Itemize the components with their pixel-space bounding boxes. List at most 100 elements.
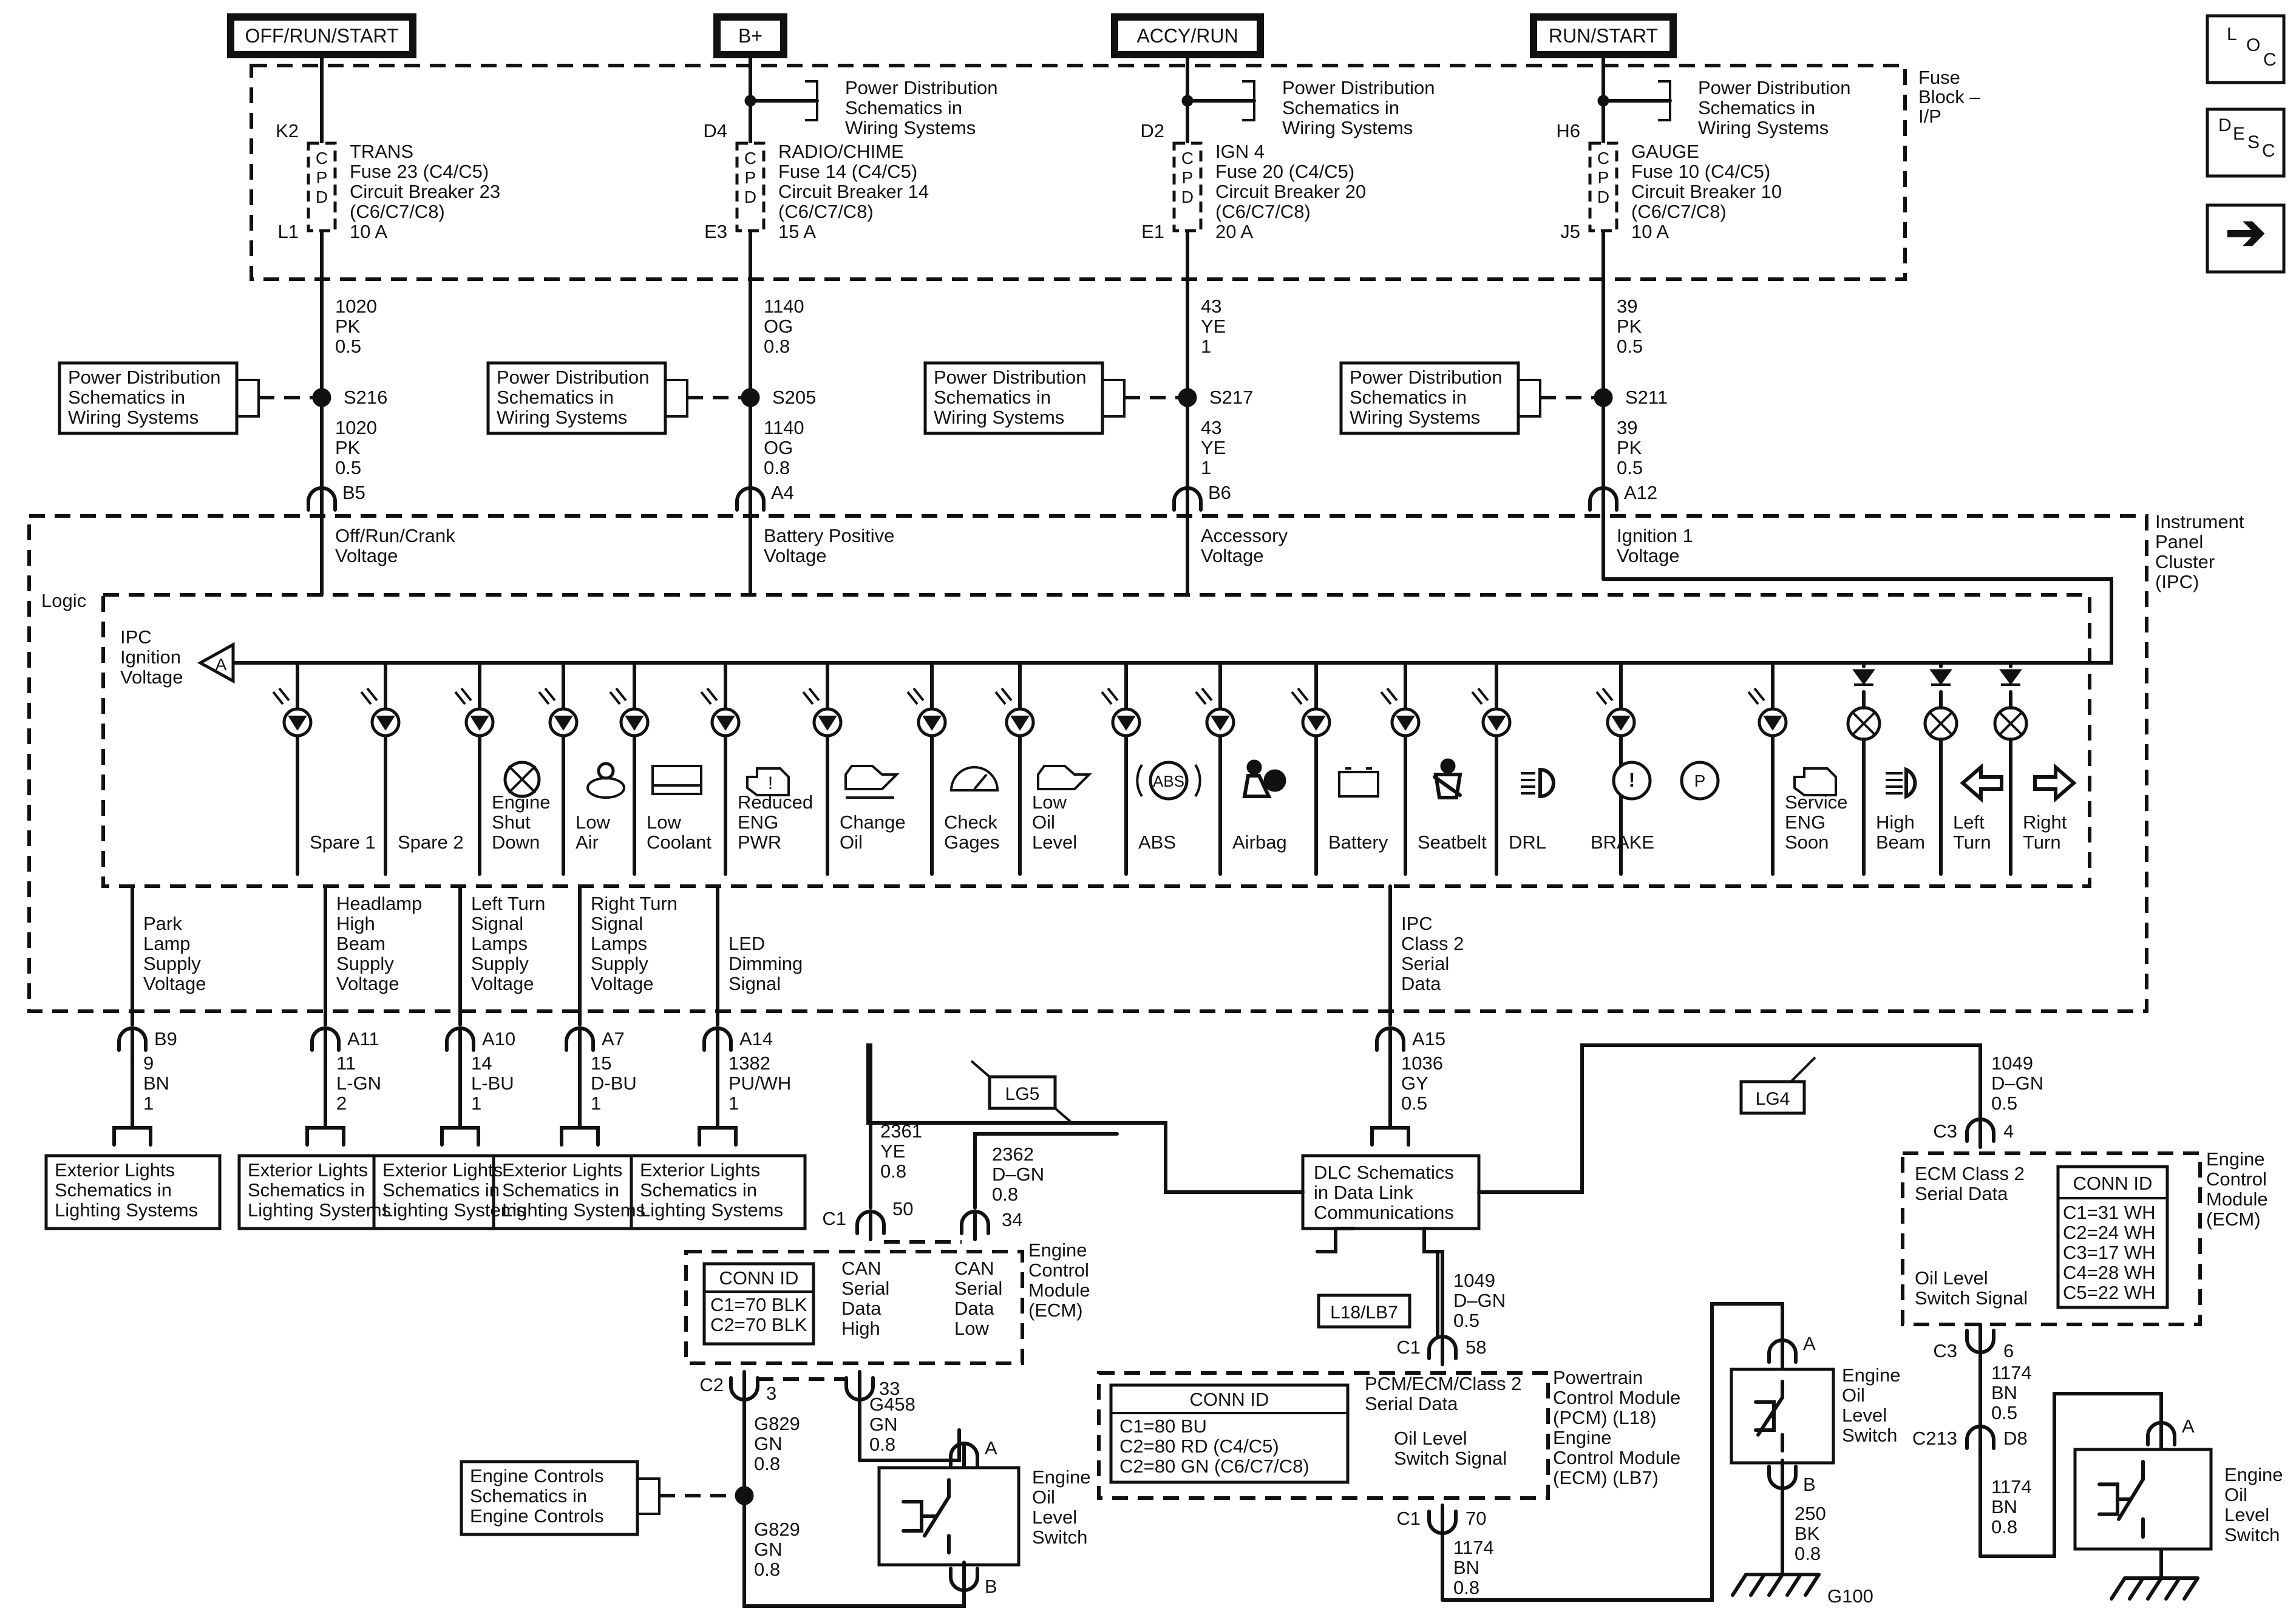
icon-bag	[1263, 769, 1286, 792]
class2-to-ecm	[1477, 1043, 1982, 1194]
led-emission	[1595, 691, 1608, 705]
connector-pin-id: A12	[1624, 482, 1657, 503]
loc-frame	[2206, 14, 2286, 84]
label-text: PWR	[738, 832, 781, 853]
label-text: IPC	[1401, 913, 1433, 934]
desc-button[interactable]	[2206, 107, 2286, 178]
led-diode	[288, 716, 307, 731]
label-text: Voltage	[764, 545, 826, 566]
label-text: Class 2	[1401, 933, 1464, 954]
label-text: Service	[1785, 792, 1847, 813]
label-text: Power Distribution	[934, 367, 1087, 388]
label-text: YE	[1201, 316, 1226, 337]
label-text: Switch Signal	[1915, 1287, 2028, 1309]
icon-head	[1246, 759, 1262, 775]
label-text: Control	[1028, 1259, 1089, 1281]
label-text: 0.8	[754, 1559, 780, 1580]
led-emission	[454, 691, 466, 705]
label-text: (C6/C7/C8)	[1631, 201, 1727, 222]
label-text: C2=80 RD (C4/C5)	[1119, 1436, 1279, 1457]
diode-icon	[1852, 669, 1875, 685]
ecm-right-outline	[1901, 1151, 2202, 1326]
label-text: 0.5	[1453, 1310, 1479, 1331]
label-text: (C6/C7/C8)	[350, 201, 445, 222]
label-text: 1	[143, 1093, 154, 1114]
label-text: CAN	[841, 1258, 881, 1279]
cpd-letter: C	[1181, 149, 1194, 168]
label-text: Beam	[1876, 832, 1925, 853]
seatbelt-icon	[1433, 758, 1462, 799]
label-text: Circuit Breaker 23	[350, 181, 500, 202]
exterior-lights-ref-box	[630, 1154, 807, 1230]
label-text: Battery Positive	[764, 525, 894, 546]
label-text: Schematics in	[934, 387, 1051, 408]
oil-switch-b-terminal	[1767, 1459, 1798, 1490]
ground-hatch	[2146, 1576, 2163, 1601]
ref-bracket	[1102, 379, 1126, 418]
label-text: Left Turn	[471, 893, 545, 914]
label-text: 250	[1795, 1503, 1826, 1524]
led-emission	[1601, 687, 1614, 702]
pin-number: 33	[879, 1378, 900, 1399]
ref-bracket	[1518, 379, 1541, 418]
harness-end	[440, 1126, 480, 1147]
label-text: Oil Level	[1915, 1267, 1988, 1289]
led-diode	[1306, 716, 1326, 731]
cpd-fuse-symbol	[1588, 141, 1618, 232]
label-text: Engine	[2224, 1464, 2283, 1485]
icon-lamp	[1904, 767, 1917, 799]
loc-button[interactable]	[2206, 14, 2286, 84]
led-diode	[625, 716, 644, 731]
label-text: 1174	[1991, 1362, 2032, 1383]
ipc-output-connector	[310, 1026, 341, 1058]
ipc-input-connector	[735, 486, 766, 518]
desc-letter: D	[2218, 115, 2232, 135]
label-text: 0.5	[1991, 1093, 2017, 1114]
pin-number: 6	[2003, 1340, 2014, 1361]
label-text: RADIO/CHIME	[778, 141, 904, 162]
label-text: Power Distribution	[1698, 77, 1851, 98]
label-text: PK	[335, 437, 361, 458]
led-emission	[1753, 687, 1765, 702]
label-text: Lighting Systems	[382, 1199, 526, 1221]
label-text: 1	[1201, 336, 1211, 357]
label-text: Data	[841, 1298, 881, 1319]
label-text: Switch	[1032, 1527, 1087, 1548]
label-text: 0.8	[754, 1453, 780, 1474]
indicator-0	[272, 661, 313, 876]
ground-hatch	[2164, 1576, 2181, 1601]
wire-tap-dot	[744, 95, 756, 107]
label-text: Level	[2224, 1504, 2269, 1525]
drl-icon	[1521, 767, 1555, 799]
label-text: Turn	[1953, 832, 1991, 853]
label-text: 1174	[1991, 1476, 2032, 1497]
led-emission	[460, 687, 472, 702]
next-arrow-icon: ➔	[2225, 205, 2266, 259]
connector-pin-id: A10	[482, 1028, 515, 1049]
label-text: (ECM)	[2206, 1209, 2261, 1230]
fuse-body	[307, 141, 337, 232]
label-text: Power Distribution	[497, 367, 650, 388]
led-emission	[912, 687, 925, 702]
label-text: Down	[492, 832, 540, 853]
led-emission	[1477, 687, 1489, 702]
c213-label: C213	[1912, 1428, 1957, 1449]
right-turn-icon	[2033, 763, 2077, 803]
indicator-4	[609, 661, 650, 876]
label-text: Supply	[143, 953, 201, 974]
label-text: G458	[869, 1394, 915, 1415]
label-text: Communications	[1314, 1202, 1454, 1223]
label-text: (C6/C7/C8)	[778, 201, 874, 222]
connector-pin-id: A15	[1412, 1028, 1445, 1049]
led-emission	[538, 691, 550, 705]
label-text: Exterior Lights	[502, 1159, 622, 1181]
label-text: ABS	[1138, 832, 1176, 853]
led-emission	[1291, 691, 1303, 705]
led-diode	[1396, 716, 1415, 731]
label-text: G829	[754, 1413, 800, 1434]
led-diode	[716, 716, 735, 731]
label-text: Engine	[1032, 1466, 1091, 1488]
label-text: Schematics in	[1350, 387, 1467, 408]
indicator-13	[1471, 661, 1512, 876]
next-button[interactable]	[2206, 203, 2286, 274]
